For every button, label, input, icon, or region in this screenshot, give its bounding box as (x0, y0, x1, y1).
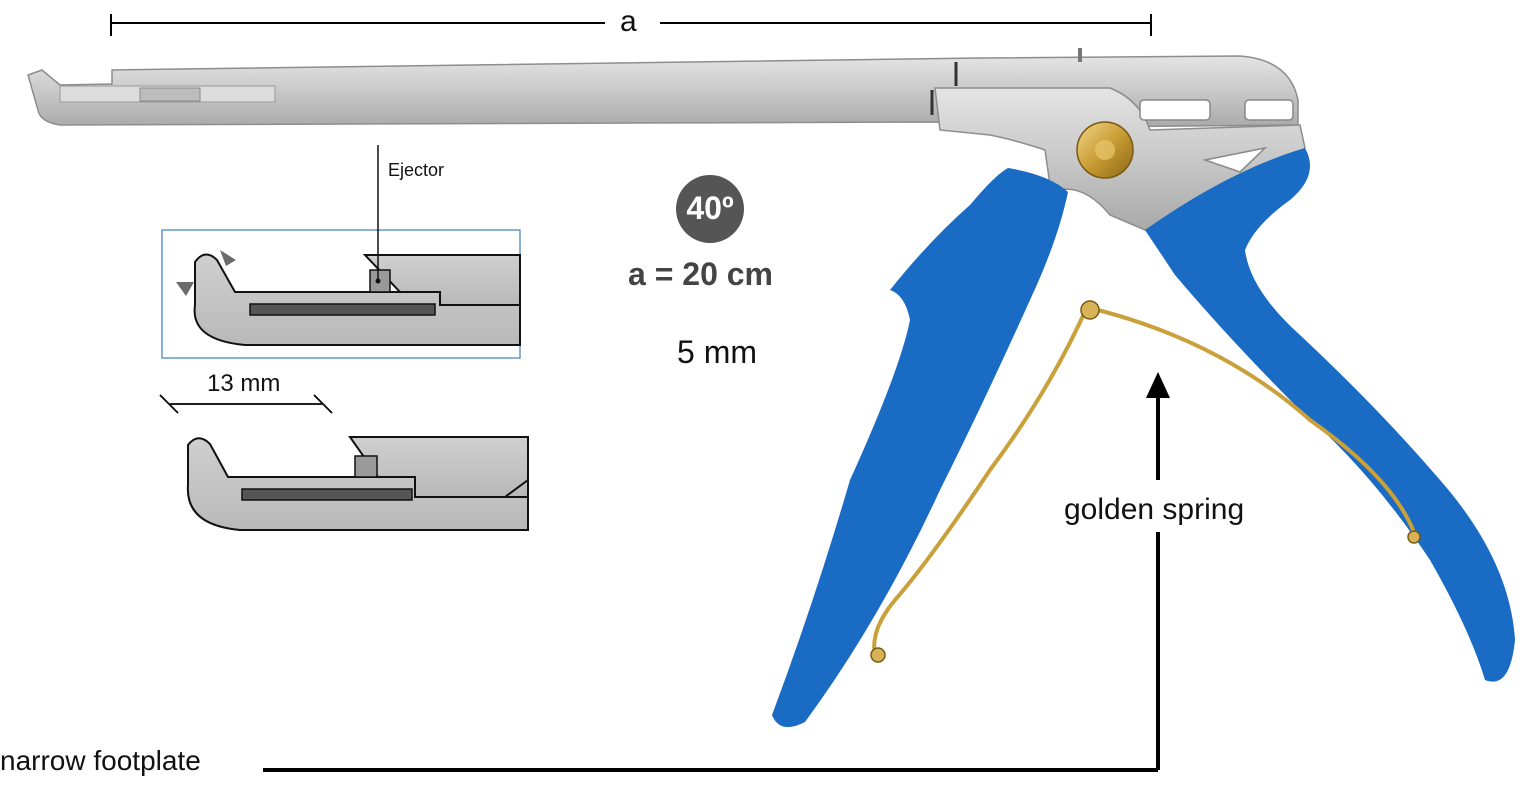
triangle-marker-icon (220, 250, 236, 266)
dimension-a-line (110, 14, 1152, 36)
tip-detail-1 (161, 145, 521, 359)
tip-length-dimension (159, 394, 333, 414)
angle-badge: 40º (676, 175, 744, 243)
brass-knob (1076, 121, 1134, 179)
bite-size-label: 5 mm (677, 334, 757, 370)
arrow-up-icon (1146, 372, 1170, 398)
tip-detail-2 (186, 436, 529, 531)
golden-spring-label: golden spring (1064, 493, 1245, 526)
length-a-label: a = 20 cm (628, 256, 773, 292)
narrow-footplate-label: narrow footplate (0, 745, 201, 776)
dimension-a-label: a (620, 5, 637, 38)
ejector-label: Ejector (388, 160, 445, 180)
instrument-handles (772, 148, 1515, 728)
tip-length-label: 13 mm (207, 370, 281, 397)
triangle-marker-icon (176, 282, 194, 296)
golden-spring (870, 300, 1421, 663)
callout-arrow (263, 372, 1170, 772)
